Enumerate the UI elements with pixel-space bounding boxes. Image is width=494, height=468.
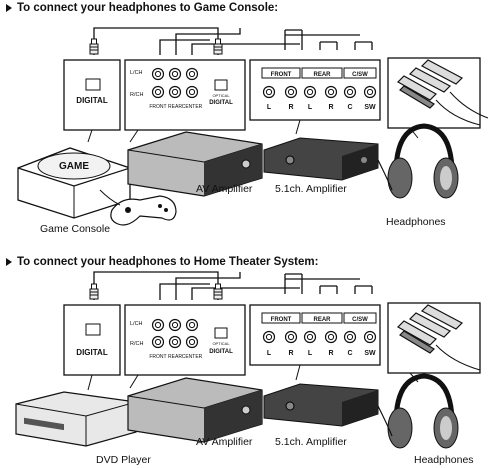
front-label: FRONT xyxy=(149,354,166,360)
svg-text:SW: SW xyxy=(364,350,376,357)
svg-text:R: R xyxy=(288,350,293,357)
amp51-device xyxy=(263,137,379,181)
svg-text:L: L xyxy=(308,104,313,111)
game-controller-icon xyxy=(110,195,177,226)
av-amp-panel xyxy=(124,59,246,131)
section2-heading: To connect your headphones to Home Theat… xyxy=(6,256,318,268)
amp51-front-label: FRONT xyxy=(271,317,292,323)
rear-label: REAR xyxy=(168,104,182,110)
lch-label: L/CH xyxy=(130,321,143,327)
rch-label: R/CH xyxy=(130,92,143,98)
av-amplifier-device xyxy=(127,131,263,197)
amp51-rear-label: REAR xyxy=(313,317,331,323)
caption-amp51: 5.1ch. Amplifier xyxy=(275,183,347,195)
digital-label: DIGITAL xyxy=(209,349,233,355)
caption-av-amplifier: AV Amplifier xyxy=(196,436,253,448)
arrow-bullet-icon xyxy=(6,3,12,12)
source-panel-label: DIGITAL xyxy=(76,96,108,105)
svg-text:R: R xyxy=(328,104,333,111)
source-panel-label: DIGITAL xyxy=(76,348,108,357)
caption-headphones: Headphones xyxy=(386,216,446,228)
av-amplifier-device xyxy=(127,377,263,443)
rear-label: REAR xyxy=(168,354,182,360)
optical-label: OPTICAL xyxy=(212,93,230,98)
center-label: CENTER xyxy=(182,354,203,360)
svg-text:L: L xyxy=(267,104,272,111)
amp51-csw-label: C/SW xyxy=(352,317,368,323)
front-label: FRONT xyxy=(149,104,166,110)
source-panel xyxy=(63,304,121,376)
av-amp-panel xyxy=(124,304,246,376)
caption-av-amplifier: AV Amplifier xyxy=(196,183,253,195)
optical-port-icon xyxy=(85,323,101,336)
rch-label: R/CH xyxy=(130,341,143,347)
headphones-icon xyxy=(387,373,459,449)
caption-headphones: Headphones xyxy=(414,454,474,466)
game-logo: GAME xyxy=(59,161,89,172)
section1-diagram: DIGITAL L/CH R/CH FRONT REAR CENTER OPTI… xyxy=(17,27,489,226)
optical-label: OPTICAL xyxy=(212,341,230,346)
amp51-rear-label: REAR xyxy=(313,72,331,78)
game-console: GAME xyxy=(17,147,131,219)
source-panel xyxy=(63,59,121,131)
caption-dvd-player: DVD Player xyxy=(96,454,151,466)
caption-game-console: Game Console xyxy=(40,223,111,235)
lch-label: L/CH xyxy=(130,70,143,76)
section2-diagram: DIGITAL L/CH R/CH FRONT REAR CENTER OPTI… xyxy=(15,271,481,449)
caption-amp51: 5.1ch. Amplifier xyxy=(275,436,347,448)
svg-text:R: R xyxy=(288,104,293,111)
svg-text:L: L xyxy=(267,350,272,357)
svg-text:SW: SW xyxy=(364,104,376,111)
center-label: CENTER xyxy=(182,104,203,110)
dvd-player xyxy=(15,391,137,447)
svg-text:R: R xyxy=(328,350,333,357)
amp51-device xyxy=(263,383,379,427)
amp51-csw-label: C/SW xyxy=(352,72,368,78)
digital-label: DIGITAL xyxy=(209,100,233,106)
svg-text:L: L xyxy=(308,350,313,357)
optical-port-icon xyxy=(214,327,228,339)
arrow-bullet-icon xyxy=(6,257,12,266)
svg-text:C: C xyxy=(347,104,352,111)
svg-text:C: C xyxy=(347,350,352,357)
optical-port-icon xyxy=(85,78,101,91)
optical-port-icon xyxy=(214,79,228,91)
section1-heading: To connect your headphones to Game Conso… xyxy=(6,2,278,14)
amp51-front-label: FRONT xyxy=(271,72,292,78)
headphones-icon xyxy=(387,123,459,199)
